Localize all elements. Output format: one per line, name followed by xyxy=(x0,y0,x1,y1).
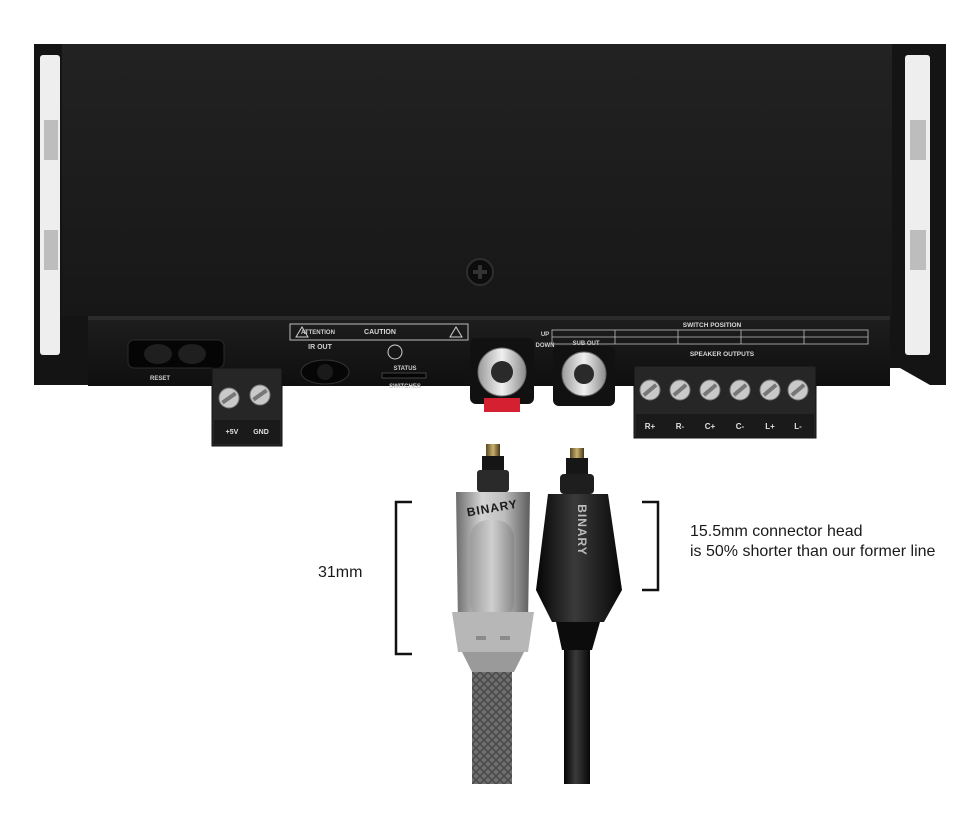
speaker-terminal-block xyxy=(633,365,817,439)
terminal-label-gnd: GND xyxy=(253,429,269,436)
measure-bracket-right xyxy=(642,500,660,592)
panel-label-ir-out: IR OUT xyxy=(308,344,332,351)
left-bracket xyxy=(40,55,60,355)
panel-label-switches: SWITCHES xyxy=(389,384,421,390)
measure-bracket-left xyxy=(394,500,412,656)
power-terminal-block xyxy=(211,367,283,447)
caption-line-2: is 50% shorter than our former line xyxy=(690,543,936,560)
warning-icon xyxy=(295,326,309,338)
warning-icon-right xyxy=(449,326,463,338)
speaker-terminal-label-c-minus: C- xyxy=(736,422,745,431)
panel-label-attention: ATTENTION xyxy=(301,330,335,336)
measurement-label-31mm: 31mm xyxy=(318,564,363,581)
optical-cable-silver xyxy=(452,444,534,784)
panel-label-status: STATUS xyxy=(393,366,416,372)
cable-brand-black: BINARY xyxy=(575,504,589,556)
status-switch-slot xyxy=(381,372,427,379)
optical-cable-black xyxy=(536,448,622,784)
caution-box xyxy=(289,323,469,341)
caption-line-1: 15.5mm connector head xyxy=(690,523,863,540)
measurement-caption: 15.5mm connector head is 50% shorter tha… xyxy=(690,522,935,562)
speaker-terminal-label-r-minus: R- xyxy=(676,422,685,431)
speaker-terminal-label-c-plus: C+ xyxy=(705,422,716,431)
switch-position-table xyxy=(551,329,869,345)
speaker-terminal-label-l-plus: L+ xyxy=(765,422,775,431)
speaker-terminal-label-r-plus: R+ xyxy=(645,422,656,431)
right-bracket xyxy=(905,55,930,355)
panel-label-reset: RESET xyxy=(150,376,170,382)
power-inlet xyxy=(127,339,225,369)
panel-label-switch-position: SWITCH POSITION xyxy=(683,322,742,329)
rca-jack-sub-out xyxy=(553,346,615,406)
screw-icon xyxy=(466,258,494,286)
rca-jack-red xyxy=(470,338,534,412)
terminal-label-plus5v: +5V xyxy=(226,429,239,436)
speaker-terminal-label-l-minus: L- xyxy=(794,422,802,431)
panel-label-caution: CAUTION xyxy=(364,329,396,336)
ir-out-jack xyxy=(300,359,350,385)
cert-logo-icon xyxy=(387,344,403,360)
panel-label-speaker-outputs: SPEAKER OUTPUTS xyxy=(690,351,755,358)
panel-label-down: DOWN xyxy=(536,343,555,349)
panel-label-up: UP xyxy=(541,332,549,338)
